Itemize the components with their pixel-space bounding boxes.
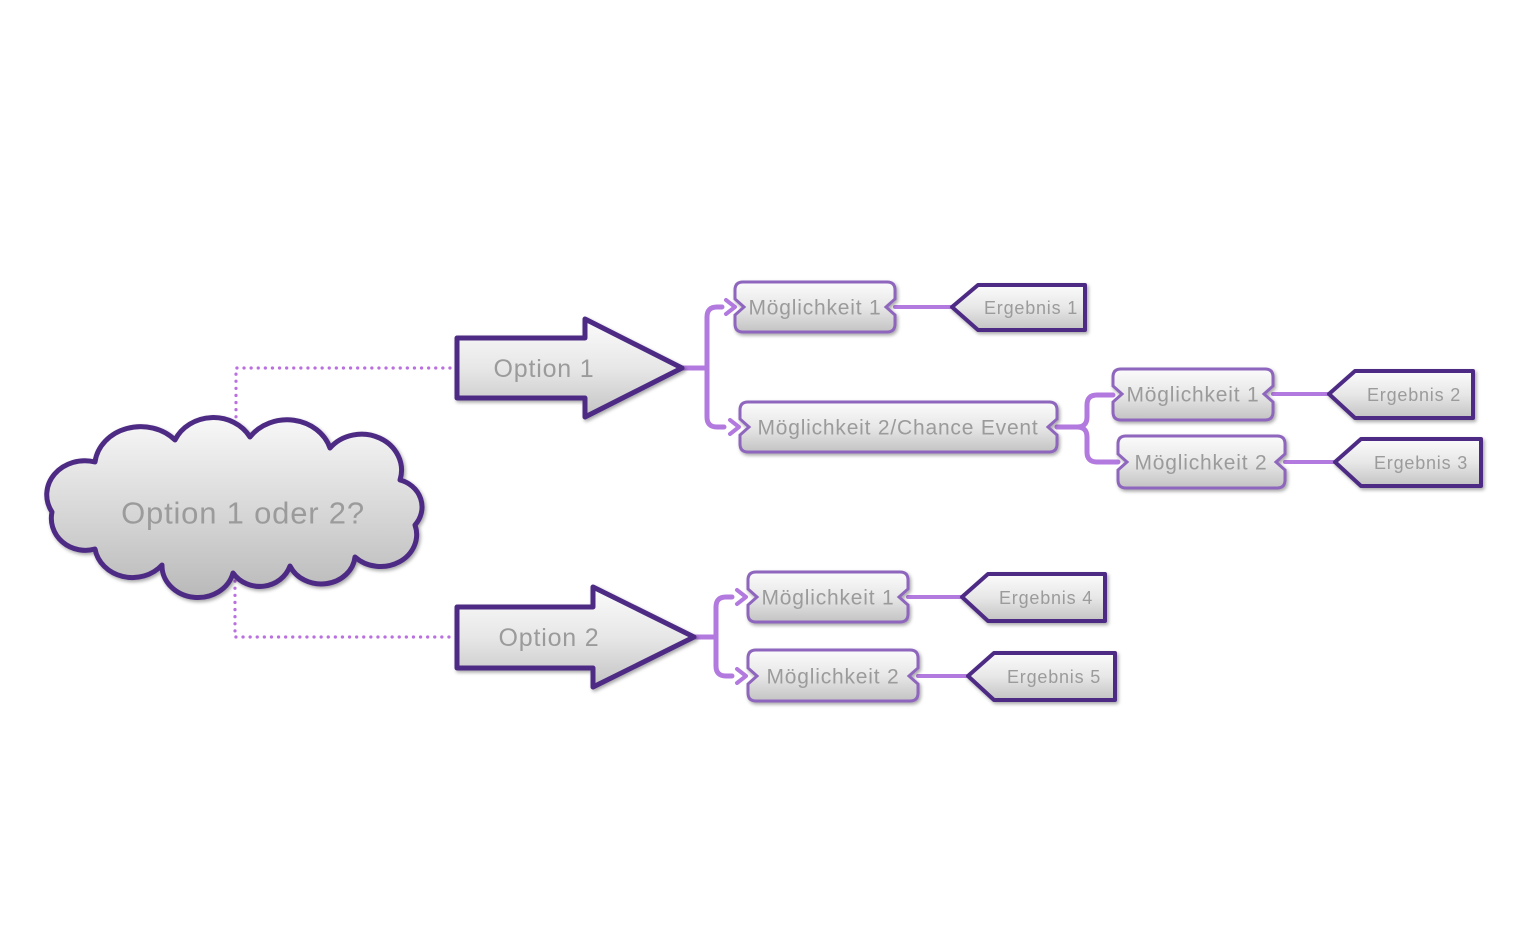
chance-possibility2-node[interactable]: Möglichkeit 2 (1116, 434, 1287, 490)
result-flag-shape (1327, 369, 1475, 420)
branch-connector-option1 (679, 298, 741, 436)
cloud-shape (44, 415, 425, 601)
possibility-box-shape (746, 570, 910, 624)
dotted-connector-option2 (233, 572, 457, 639)
possibility-box-shape (738, 400, 1059, 454)
cloud-node[interactable]: Option 1 oder 2? (44, 415, 425, 601)
result-label: Ergebnis 5 (1007, 667, 1101, 687)
option2-label: Option 2 (499, 624, 600, 652)
branch-connector-option2 (691, 588, 748, 685)
result-flag-shape (950, 283, 1087, 332)
result-label: Ergebnis 3 (1374, 453, 1468, 473)
result1-node[interactable]: Ergebnis 1 (950, 283, 1087, 332)
possibility-label: Möglichkeit 2 (767, 666, 900, 689)
option1-label: Option 1 (494, 355, 595, 383)
connector-arrowhead (728, 418, 741, 436)
possibility-box-shape (1111, 367, 1275, 422)
result4-node[interactable]: Ergebnis 4 (960, 572, 1107, 623)
result-label: Ergebnis 2 (1367, 385, 1461, 405)
branch-connector-chance-event (1054, 392, 1121, 465)
result2-node[interactable]: Ergebnis 2 (1327, 369, 1475, 420)
result-flag-shape (1333, 437, 1483, 488)
option2-possibility1-node[interactable]: Möglichkeit 1 (746, 570, 910, 624)
cloud-label: Option 1 oder 2? (121, 496, 365, 531)
result-label: Ergebnis 1 (984, 298, 1078, 318)
option2-possibility2-node[interactable]: Möglichkeit 2 (746, 648, 920, 703)
possibility-box-shape (1116, 434, 1287, 490)
possibility-box-shape (733, 280, 897, 334)
result3-node[interactable]: Ergebnis 3 (1333, 437, 1483, 488)
option2-arrow-node[interactable]: Option 2 (454, 584, 697, 690)
result5-node[interactable]: Ergebnis 5 (966, 651, 1117, 702)
option1-possibility1-node[interactable]: Möglichkeit 1 (733, 280, 897, 334)
option1-arrow-shape (454, 316, 685, 420)
chance-possibility1-node[interactable]: Möglichkeit 1 (1111, 367, 1275, 422)
possibility-label: Möglichkeit 2/Chance Event (757, 417, 1038, 440)
possibility-label: Möglichkeit 1 (749, 297, 882, 320)
option2-arrow-shape (454, 584, 697, 690)
possibility-label: Möglichkeit 1 (762, 587, 895, 610)
result-flag-shape (960, 572, 1107, 623)
connector-arrowhead (735, 588, 748, 606)
result-label: Ergebnis 4 (999, 588, 1093, 608)
possibility-box-shape (746, 648, 920, 703)
result-flag-shape (966, 651, 1117, 702)
connector-arrowhead (724, 298, 737, 316)
option1-chance-event-node[interactable]: Möglichkeit 2/Chance Event (738, 400, 1059, 454)
option1-arrow-node[interactable]: Option 1 (454, 316, 685, 420)
connector-arrowhead (735, 667, 748, 685)
possibility-label: Möglichkeit 1 (1127, 384, 1260, 407)
dotted-connector-option1 (234, 366, 457, 433)
possibility-label: Möglichkeit 2 (1135, 452, 1268, 475)
